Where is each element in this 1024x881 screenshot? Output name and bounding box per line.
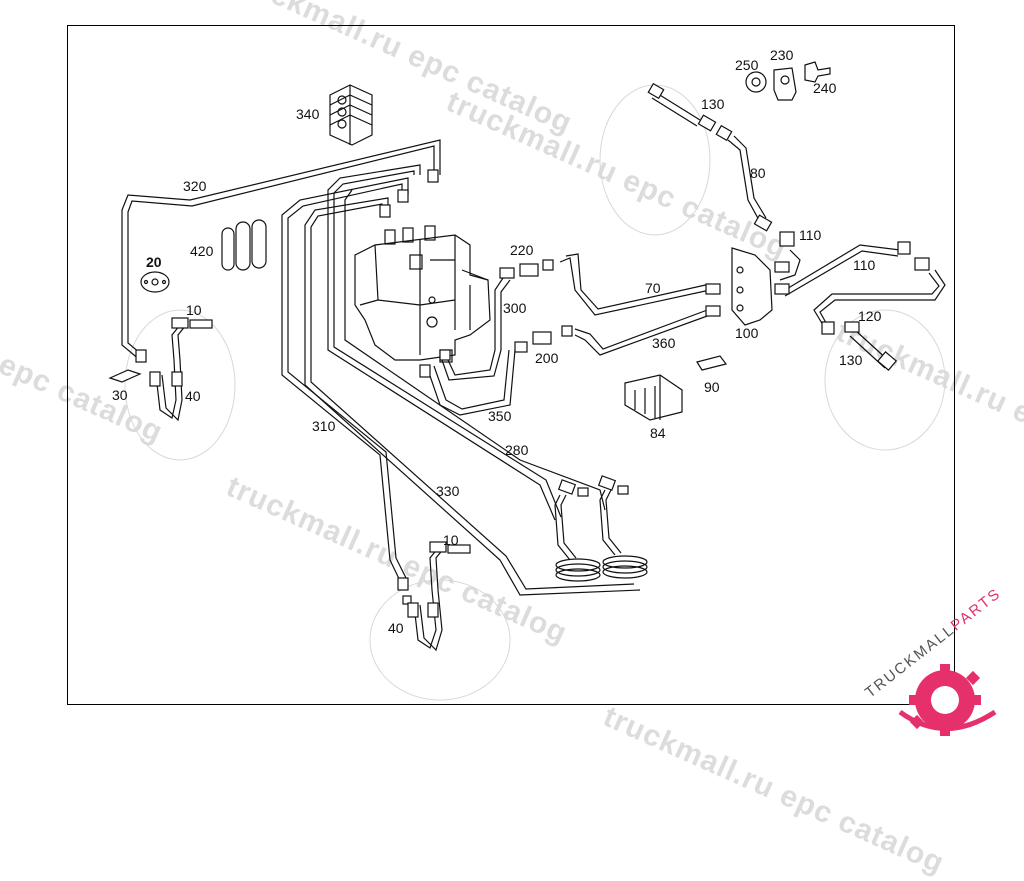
part-label-100: 100 — [735, 325, 759, 341]
connector-block — [329, 84, 373, 146]
part-label-110: 110 — [853, 257, 876, 273]
part-label-80: 80 — [750, 165, 766, 181]
part-label-130: 130 — [701, 96, 725, 112]
brake-hose-assembly — [149, 317, 471, 652]
part-label-200: 200 — [535, 350, 559, 366]
part-label-340: 340 — [296, 106, 320, 122]
part-label-280: 280 — [505, 442, 529, 458]
part-label-350: 350 — [488, 408, 512, 424]
part-label-40: 40 — [388, 620, 404, 636]
part-label-240: 240 — [813, 80, 837, 96]
part-label-110: 110 — [799, 227, 822, 243]
part-label-420: 420 — [190, 243, 214, 259]
part-label-300: 300 — [503, 300, 527, 316]
gear-icon — [898, 664, 997, 736]
part-label-310: 310 — [312, 418, 336, 434]
part-label-250: 250 — [735, 57, 759, 73]
fastener-parts — [745, 61, 831, 101]
part-label-320: 320 — [183, 178, 207, 194]
part-label-230: 230 — [770, 47, 794, 63]
part-label-84: 84 — [650, 425, 666, 441]
diagram-frame — [67, 25, 955, 705]
pipe-fittings — [135, 82, 930, 605]
spring-clip — [696, 355, 728, 371]
part-label-330: 330 — [436, 483, 460, 499]
part-label-30: 30 — [112, 387, 128, 403]
part-label-90: 90 — [704, 379, 720, 395]
part-label-10: 10 — [186, 302, 202, 318]
part-label-40: 40 — [185, 388, 201, 404]
part-label-20: 20 — [146, 254, 162, 270]
part-label-360: 360 — [652, 335, 676, 351]
pipe-coils — [554, 475, 648, 582]
grommet-set — [221, 219, 267, 271]
brake-pipes — [121, 91, 946, 596]
retaining-clip — [108, 369, 142, 383]
part-label-70: 70 — [645, 280, 661, 296]
part-label-130: 130 — [839, 352, 863, 368]
part-label-220: 220 — [510, 242, 534, 258]
washer-plate — [140, 271, 170, 293]
abs-modulator-unit — [354, 225, 491, 363]
mounting-bracket — [731, 247, 773, 326]
part-label-120: 120 — [858, 308, 882, 324]
diagram-drawing — [108, 61, 946, 701]
part-label-10: 10 — [443, 532, 459, 548]
truckmall-logo: TRUCKMALLPARTS — [860, 585, 1020, 745]
junction-block — [624, 374, 683, 421]
